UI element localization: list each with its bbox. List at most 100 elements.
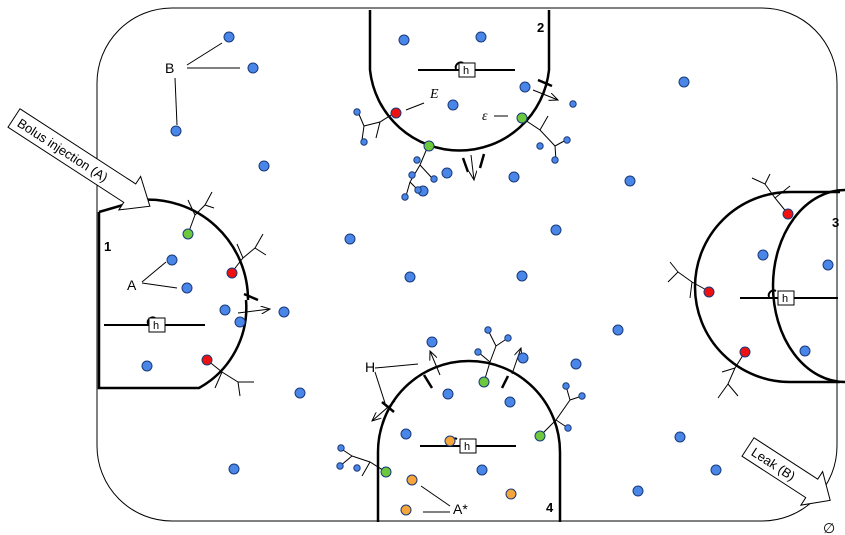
blue-molecule [408, 171, 416, 179]
cell-2-membrane [368, 10, 551, 152]
green-molecule [423, 140, 435, 152]
blue-molecule [170, 125, 182, 137]
blue-molecule [337, 444, 345, 452]
red-molecule [390, 107, 402, 119]
blue-molecule [426, 336, 438, 348]
blue-molecule [141, 360, 153, 372]
blue-molecule [516, 270, 528, 282]
svg-text:h: h [463, 65, 469, 77]
blue-molecule [632, 485, 644, 497]
red-molecule [201, 354, 213, 366]
blue-molecule [258, 160, 270, 172]
blue-molecule [441, 167, 453, 179]
blue-molecule [430, 175, 438, 183]
blue-molecule [578, 392, 586, 400]
blue-molecule [447, 99, 459, 111]
blue-molecule [360, 138, 368, 146]
blue-molecule [517, 352, 529, 364]
blue-molecule [757, 249, 769, 261]
blue-molecule [504, 396, 516, 408]
cell-3-number: 3 [832, 215, 839, 230]
label-B: B [165, 60, 174, 76]
cell-2-number: 2 [537, 20, 544, 35]
blue-molecule [536, 142, 544, 150]
extracellular-compartment [96, 7, 838, 522]
orange-molecule [400, 504, 412, 516]
cell-3-membrane [771, 188, 845, 384]
orange-molecule [444, 435, 456, 447]
blue-molecule [278, 306, 290, 318]
svg-text:h: h [464, 441, 470, 453]
green-molecule [380, 466, 392, 478]
gene-cell-2: h [418, 61, 515, 78]
blue-molecule [624, 175, 636, 187]
blue-molecule [442, 388, 454, 400]
label-A: A [127, 277, 137, 293]
channels [243, 78, 553, 413]
orange-molecule [505, 488, 517, 500]
svg-text:h: h [153, 320, 159, 332]
blue-molecule [353, 464, 361, 472]
svg-text:h: h [782, 293, 788, 305]
leak-arrow: Leak (B) [741, 437, 831, 506]
cell-3-membrane-full [693, 190, 840, 384]
blue-molecule [404, 271, 416, 283]
label-lines [141, 42, 508, 513]
blue-molecule [344, 233, 356, 245]
blue-molecule [563, 136, 571, 144]
label-H: H [365, 359, 375, 375]
blue-molecule [674, 431, 686, 443]
gene-cell-4: h [420, 437, 516, 454]
blue-molecule [413, 156, 421, 164]
cell-1-membrane [97, 212, 248, 390]
blue-molecule [570, 358, 582, 370]
green-molecule [516, 112, 528, 124]
blue-molecule [475, 31, 487, 43]
empty-set-symbol: ∅ [823, 520, 835, 535]
blue-molecule [569, 100, 577, 108]
blue-molecule [550, 224, 562, 236]
blue-molecule [504, 334, 512, 342]
cell-4-number: 4 [546, 500, 554, 515]
label-E: E [429, 87, 439, 102]
red-molecule [703, 286, 715, 298]
svg-text:Bolus injection (A): Bolus injection (A) [15, 115, 111, 185]
blue-molecule [822, 259, 834, 271]
blue-molecule [228, 463, 240, 475]
green-molecule [478, 376, 490, 388]
blue-molecule [414, 186, 422, 194]
blue-molecule [401, 193, 409, 201]
blue-molecule [400, 428, 412, 440]
label-Astar: A* [453, 501, 468, 517]
blue-molecule [336, 462, 344, 470]
blue-molecule [519, 81, 531, 93]
receptor-trees [187, 111, 791, 477]
gene-cell-1: h [104, 316, 205, 333]
blue-molecule [223, 31, 235, 43]
cell-1-membrane-top [98, 198, 250, 301]
blue-molecule [612, 324, 624, 336]
blue-molecule [234, 316, 246, 328]
bolus-injection-arrow: Bolus injection (A) [7, 108, 151, 211]
blue-molecule [799, 345, 811, 357]
blue-molecule [476, 464, 488, 476]
blue-molecule [247, 62, 259, 74]
blue-molecule [710, 464, 722, 476]
blue-molecule [398, 34, 410, 46]
blue-molecule [562, 382, 570, 390]
blue-molecule [564, 424, 572, 432]
cell-4-membrane [376, 359, 562, 522]
cell-1-number: 1 [104, 239, 111, 254]
transport-arrows [237, 89, 558, 421]
red-molecule [782, 208, 794, 220]
blue-molecule [353, 108, 361, 116]
label-epsilon: ε [482, 109, 488, 124]
red-molecule [226, 267, 238, 279]
blue-molecule [484, 326, 492, 334]
green-molecule [182, 228, 194, 240]
blue-molecule [166, 254, 178, 266]
blue-molecule [294, 387, 306, 399]
molecules [141, 31, 834, 516]
blue-molecule [551, 156, 559, 164]
